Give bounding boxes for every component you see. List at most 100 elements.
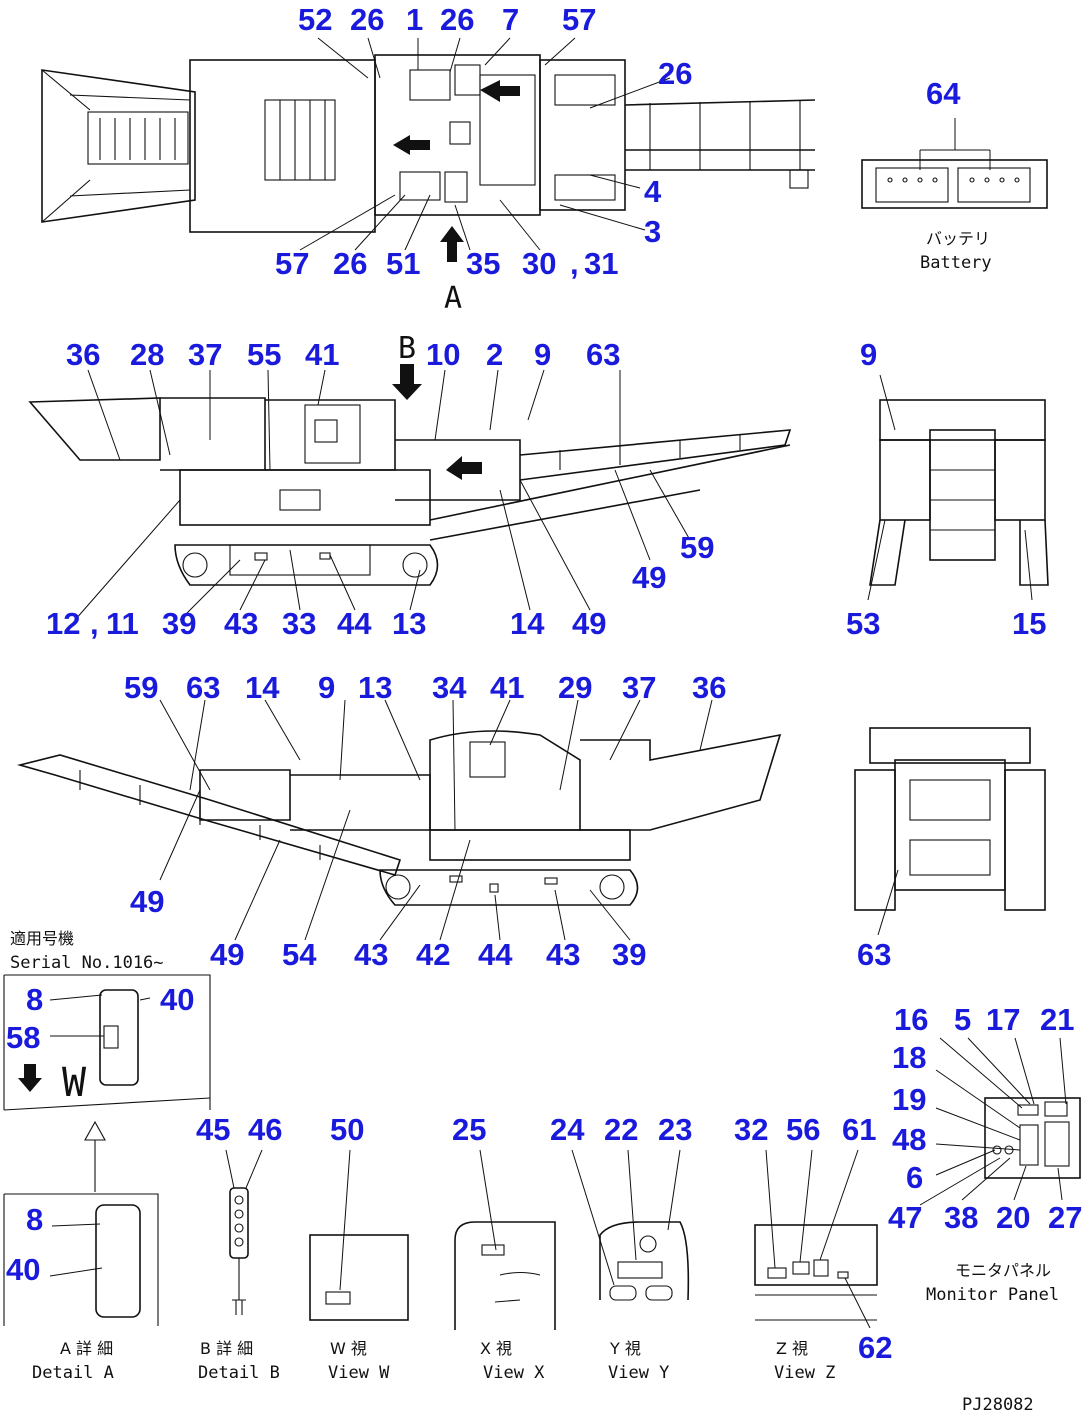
callout-label: 39 (162, 606, 196, 641)
view-letter-w: W (62, 1060, 87, 1106)
detail-b-caption-en: Detail B (198, 1363, 280, 1383)
callout-label: 11 (106, 606, 139, 641)
callout-label: 48 (892, 1122, 926, 1157)
view-arrow-letter: A (444, 281, 462, 316)
callout-label: 25 (452, 1112, 486, 1147)
callout-label: 10 (426, 337, 460, 372)
callout-label: 64 (926, 76, 961, 111)
callout-label: 63 (857, 937, 891, 972)
view-z-caption-en: View Z (774, 1363, 835, 1383)
callout-label: 27 (1048, 1200, 1082, 1235)
arrow-down-icon (392, 364, 422, 400)
callout-label: 16 (894, 1002, 928, 1037)
callout-label: 22 (604, 1112, 638, 1147)
callout-label: 33 (282, 606, 316, 641)
callout-label: 19 (892, 1082, 926, 1117)
view-y-caption-en: View Y (608, 1363, 669, 1383)
detail-a: 8 40 A 詳 細 Detail A (3, 1193, 159, 1383)
detail-b-caption-jp: B 詳 細 (200, 1339, 253, 1358)
detail-a-caption-jp: A 詳 細 (60, 1339, 113, 1358)
callout-label: 26 (658, 56, 692, 91)
callout-label: 49 (632, 560, 666, 595)
monitor-panel: 16 5 17 21 18 19 48 6 47 38 20 27 モニタパネル… (888, 1002, 1082, 1305)
callout-label: 59 (124, 670, 158, 705)
rear-view: 9 53 15 (846, 337, 1049, 641)
callout-label: 47 (888, 1200, 922, 1235)
serial-note-frame: 適用号機 Serial No.1016~ W 8 40 58 (3, 929, 211, 1192)
callout-label: 49 (572, 606, 606, 641)
monitor-caption-en: Monitor Panel (926, 1285, 1059, 1305)
callout-label: 28 (130, 337, 164, 372)
callout-label: , (570, 246, 579, 281)
callout-label: 44 (478, 937, 513, 972)
detail-a-caption-en: Detail A (32, 1363, 114, 1383)
callout-label: 37 (622, 670, 656, 705)
callout-label: 3 (644, 214, 661, 249)
callout-label: 42 (416, 937, 450, 972)
view-w-caption-en: View W (328, 1363, 390, 1383)
view-arrow-letter: B (398, 331, 416, 366)
callout-label: 13 (392, 606, 426, 641)
callout-label: 50 (330, 1112, 364, 1147)
callout-label: 45 (196, 1112, 230, 1147)
callout-label: 18 (892, 1040, 926, 1075)
callout-label: 49 (210, 937, 244, 972)
callout-label: 38 (944, 1200, 978, 1235)
callout-label: 26 (350, 2, 384, 37)
callout-label: , (90, 606, 99, 641)
callout-label: 36 (66, 337, 100, 372)
callout-label: 6 (906, 1160, 923, 1195)
battery-view: 64 バッテリ Battery (861, 76, 1048, 273)
callout-label: 35 (466, 246, 500, 281)
callout-label: 5 (954, 1002, 971, 1037)
callout-label: 63 (186, 670, 220, 705)
callout-label: 9 (534, 337, 551, 372)
callout-label: 39 (612, 937, 646, 972)
callout-label: 8 (26, 982, 43, 1017)
view-z: 32 56 61 62 Z 視 View Z (734, 1112, 892, 1383)
callout-label: 44 (337, 606, 372, 641)
callout-label: 23 (658, 1112, 692, 1147)
side-view-left (28, 364, 792, 621)
view-x-caption-jp: X 視 (480, 1339, 512, 1358)
callout-label: 63 (586, 337, 620, 372)
battery-caption-jp: バッテリ (926, 229, 990, 248)
callout-label: 12 (46, 606, 80, 641)
callout-label: 24 (550, 1112, 585, 1147)
callout-label: 31 (584, 246, 618, 281)
callout-label: 40 (6, 1252, 40, 1287)
view-w-caption-jp: W 視 (330, 1339, 367, 1358)
callout-label: 36 (692, 670, 726, 705)
callout-label: 14 (245, 670, 280, 705)
callout-label: 56 (786, 1112, 820, 1147)
view-z-caption-jp: Z 視 (776, 1339, 808, 1358)
callout-label: 4 (644, 174, 662, 209)
front-view: 63 (854, 727, 1046, 972)
view-y: 24 22 23 Y 視 View Y (550, 1112, 692, 1383)
callout-label: 61 (842, 1112, 876, 1147)
callout-label: 37 (188, 337, 222, 372)
arrow-down-icon (18, 1064, 42, 1092)
callout-label: 13 (358, 670, 392, 705)
callout-label: 8 (26, 1202, 43, 1237)
callout-label: 40 (160, 982, 194, 1017)
serial-caption-jp: 適用号機 (10, 929, 74, 948)
callout-label: 32 (734, 1112, 768, 1147)
callout-label: 41 (490, 670, 524, 705)
side-view-right-callouts: 59 63 14 9 13 34 41 29 37 36 49 49 54 43… (124, 670, 726, 972)
view-y-caption-jp: Y 視 (609, 1339, 641, 1358)
callout-label: 62 (858, 1330, 892, 1365)
callout-label: 58 (6, 1020, 40, 1055)
callout-label: 49 (130, 884, 164, 919)
view-x-caption-en: View X (483, 1363, 545, 1383)
callout-label: 34 (432, 670, 467, 705)
monitor-caption-jp: モニタパネル (955, 1261, 1051, 1280)
battery-caption-en: Battery (920, 253, 992, 273)
callout-label: 14 (510, 606, 545, 641)
callout-label: 30 (522, 246, 556, 281)
arrow-up-icon (440, 226, 464, 262)
callout-label: 21 (1040, 1002, 1074, 1037)
callout-label: 55 (247, 337, 281, 372)
callout-label: 26 (440, 2, 474, 37)
